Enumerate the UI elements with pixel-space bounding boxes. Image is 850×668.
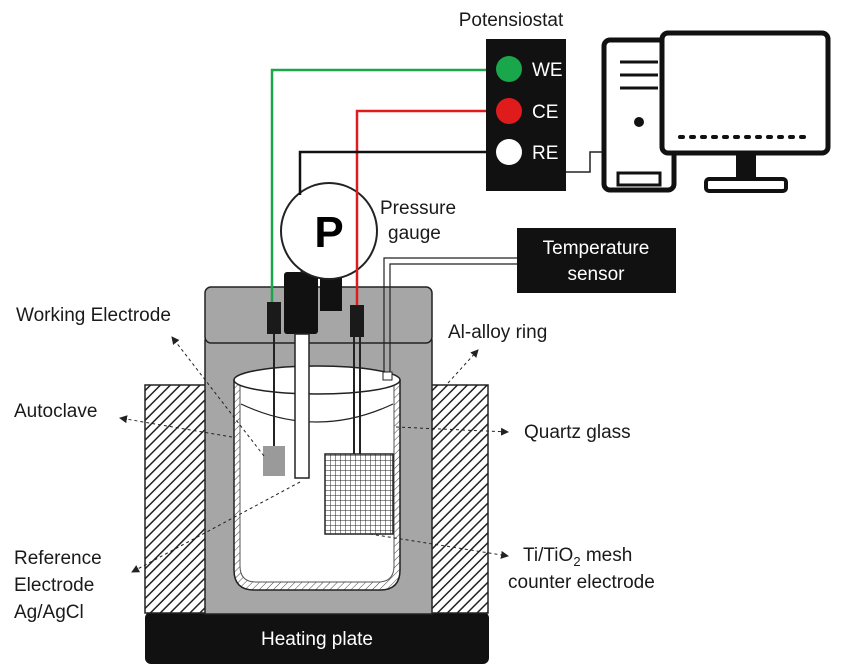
computer-icon: [601, 30, 831, 193]
ce-terminal: [496, 98, 522, 124]
working-electrode: [263, 302, 285, 476]
temperature-sensor: Temperature sensor: [517, 228, 676, 293]
pressure-gauge: P: [280, 182, 378, 280]
reference-electrode-leader: [131, 481, 301, 573]
temperature-sensor-label-2: sensor: [567, 264, 625, 285]
we-terminal-label: WE: [532, 60, 563, 81]
al-alloy-ring-leader: [447, 349, 479, 384]
autoclave-leader: [119, 415, 233, 438]
reference-electrode-label-1: Reference: [14, 548, 102, 569]
heating-plate-label: Heating plate: [261, 629, 373, 650]
mesh-leader: [369, 533, 509, 559]
working-electrode-label: Working Electrode: [16, 305, 171, 326]
quartz-glass-label: Quartz glass: [524, 422, 631, 443]
working-electrode-leader: [171, 336, 265, 457]
quartz-glass-leader: [395, 426, 509, 436]
pressure-gauge-label-1: Pressure: [380, 198, 456, 219]
right-heater-block: [429, 384, 489, 614]
al-alloy-ring-label: Al-alloy ring: [448, 322, 547, 343]
mesh-label-2: counter electrode: [508, 572, 655, 593]
potentiostat: Potensiostat WE CE RE: [459, 10, 566, 191]
reference-electrode: [284, 272, 342, 479]
re-terminal-label: RE: [532, 143, 558, 164]
temperature-sensor-label-1: Temperature: [543, 238, 650, 259]
pressure-gauge-label-2: gauge: [388, 223, 441, 244]
we-terminal: [496, 56, 522, 82]
left-heater-block: [144, 384, 208, 614]
reference-electrode-label-3: Ag/AgCl: [14, 602, 84, 623]
we-wire: [270, 68, 497, 302]
pressure-gauge-symbol: P: [314, 208, 343, 257]
ce-terminal-label: CE: [532, 102, 558, 123]
ce-wire: [355, 109, 497, 305]
heating-plate: Heating plate: [145, 612, 489, 664]
autoclave-label: Autoclave: [14, 401, 97, 422]
re-wire: [298, 150, 497, 195]
counter-electrode: [324, 305, 394, 535]
autoclave-lid: [204, 286, 433, 344]
reference-electrode-label-2: Electrode: [14, 575, 94, 596]
re-terminal: [496, 139, 522, 165]
mesh-label-1: Ti/TiO2 mesh: [523, 545, 632, 569]
potentiostat-title: Potensiostat: [459, 10, 564, 31]
